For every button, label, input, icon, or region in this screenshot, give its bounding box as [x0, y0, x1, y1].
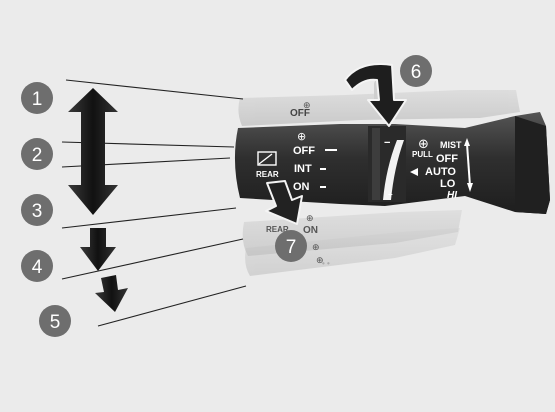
ghost-off-label: OFF — [290, 108, 310, 119]
ghost-rear-label: REAR — [266, 225, 289, 234]
ring-sweep-mark — [383, 140, 404, 200]
rear-on-label: ON — [293, 181, 310, 193]
callout-3: 3 — [21, 194, 53, 226]
rear-int-label: INT — [294, 163, 312, 175]
rear-off-label: OFF — [293, 145, 315, 157]
ghost-position-labels: OFF ⊕ REAR ON ⊕ ⊕ ⊕ — [266, 100, 324, 265]
down-arrow-tilted — [95, 275, 128, 312]
rear-label: REAR — [256, 170, 279, 179]
position-indicator-icon — [410, 168, 418, 176]
ghost-washer-icon: ⊕ — [303, 100, 311, 110]
svg-text:3: 3 — [32, 201, 43, 222]
callout-2: 2 — [21, 138, 53, 170]
mode-off-label: OFF — [436, 153, 458, 165]
callout-4: 4 — [21, 250, 53, 282]
washer-icon: ⊕ — [297, 131, 306, 143]
up-down-arrow — [68, 88, 118, 215]
rotate-arrow — [344, 63, 407, 127]
svg-text:2: 2 — [32, 145, 43, 166]
wiper-stalk — [234, 112, 550, 214]
plus-mark: + — [388, 190, 393, 199]
mode-hi-label: HI — [447, 190, 457, 201]
callout-5: 5 — [39, 305, 71, 337]
pull-arrow — [265, 180, 303, 225]
callout-1: 1 — [21, 82, 53, 114]
svg-text:• •: • • — [322, 259, 330, 268]
svg-text:⊕: ⊕ — [316, 255, 324, 265]
svg-text:⊕: ⊕ — [312, 242, 320, 252]
mode-mist-label: MIST — [440, 140, 462, 150]
mode-auto-label: AUTO — [425, 166, 456, 178]
svg-text:1: 1 — [32, 89, 43, 110]
svg-text:6: 6 — [411, 62, 422, 83]
ghost-on-label: ON — [303, 225, 318, 236]
rear-wiper-controls: ⊕ OFF INT ON REAR — [256, 131, 337, 193]
front-wiper-icon: ⊕ — [418, 136, 429, 151]
mode-lo-label: LO — [440, 178, 456, 190]
rear-wiper-icon — [257, 151, 277, 166]
svg-text:5: 5 — [50, 312, 61, 333]
down-arrow-small — [80, 228, 116, 271]
svg-text:⊕: ⊕ — [306, 213, 314, 223]
front-wiper-controls: − + ⊕ PULL MIST OFF AUTO LO HI — [384, 136, 473, 201]
callout-6: 6 — [400, 55, 432, 87]
callout-7: 7 — [275, 230, 307, 262]
minus-mark: − — [384, 137, 390, 149]
svg-text:7: 7 — [286, 237, 297, 258]
svg-text:4: 4 — [32, 257, 43, 278]
pull-label: PULL — [412, 150, 433, 159]
